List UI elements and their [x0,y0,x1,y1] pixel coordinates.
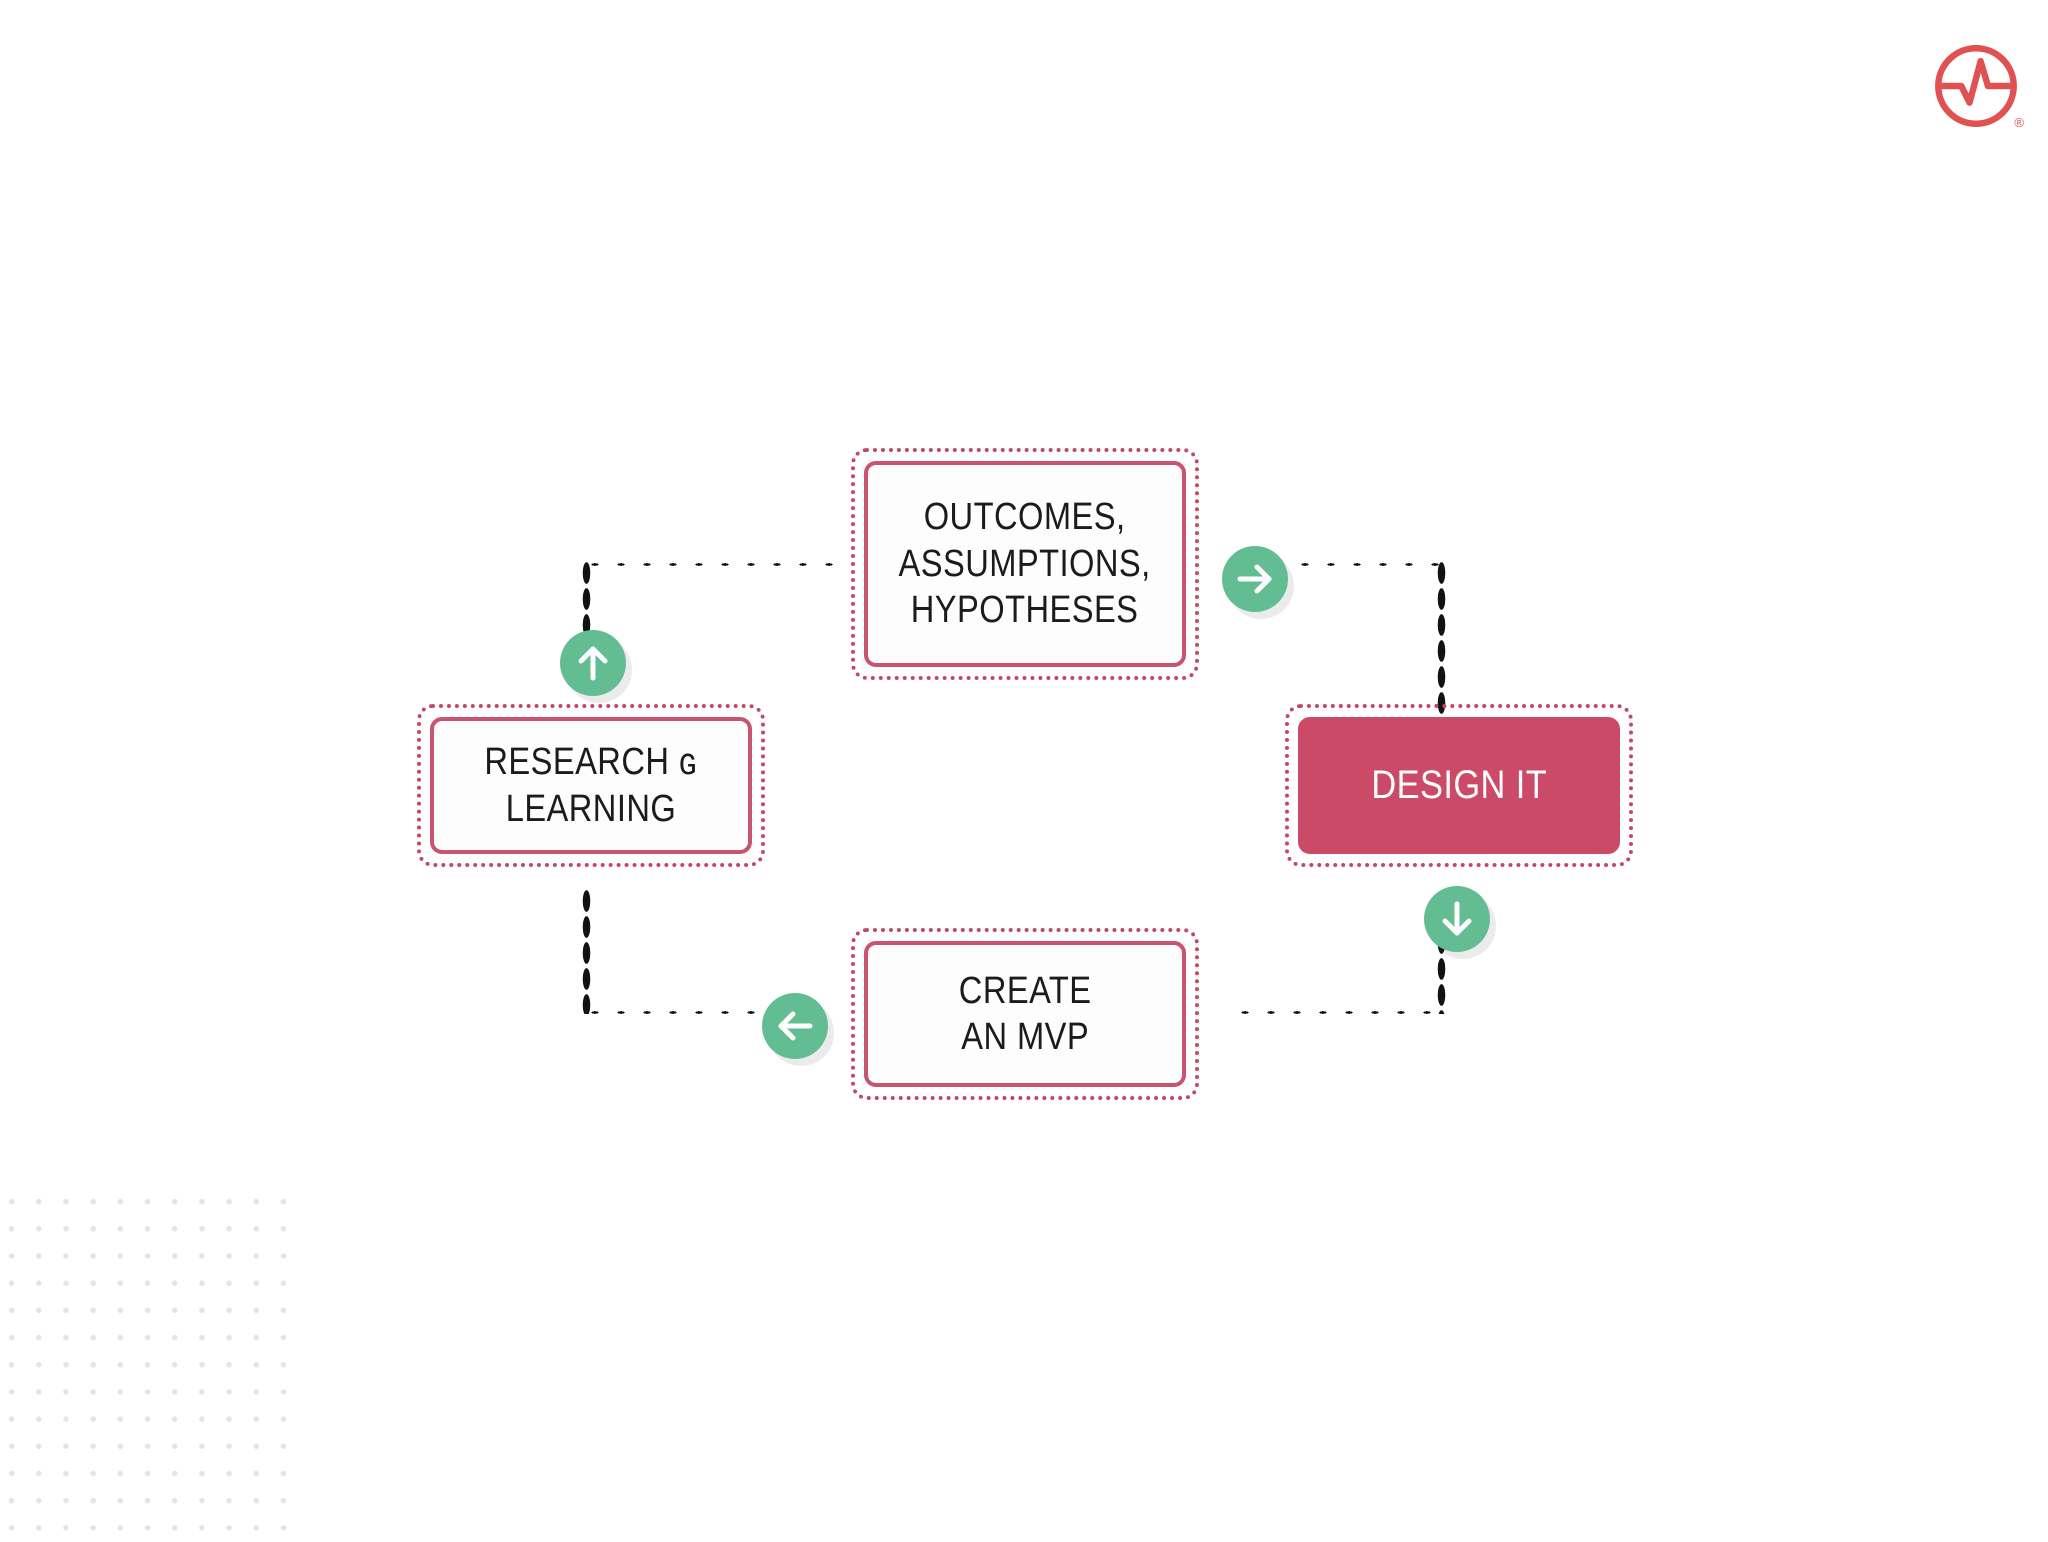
node-outcomes-body: OUTCOMES, ASSUMPTIONS, HYPOTHESES [864,461,1186,667]
decorative-dot-grid [0,1182,304,1542]
connector-research-to-outcomes-horizontal [582,560,854,569]
connector-mvp-to-research-horizontal [582,1008,788,1017]
node-design-it-label: DESIGN IT [1371,763,1547,808]
left-arrow-icon[interactable] [762,993,828,1059]
connector-outcomes-to-design-vertical [1437,560,1446,720]
node-outcomes-assumptions-hypotheses[interactable]: OUTCOMES, ASSUMPTIONS, HYPOTHESES [851,448,1199,680]
connector-design-to-mvp-vertical [1437,930,1446,1014]
down-arrow-icon[interactable] [1424,886,1490,952]
node-research-and-learning-body: RESEARCH ɢ LEARNING [430,717,752,854]
node-create-an-mvp-label: CREATE AN MVP [958,969,1092,1058]
node-create-an-mvp[interactable]: CREATE AN MVP [851,928,1199,1100]
connector-mvp-to-research-vertical [582,888,591,1014]
node-research-and-learning-label: RESEARCH ɢ LEARNING [484,741,698,830]
node-design-it-body: DESIGN IT [1298,717,1620,854]
node-outcomes-label: OUTCOMES, ASSUMPTIONS, HYPOTHESES [898,496,1152,632]
connector-design-to-mvp-horizontal [1232,1008,1446,1017]
connector-outcomes-to-design-horizontal [1292,560,1445,569]
up-arrow-icon[interactable] [560,630,626,696]
right-arrow-icon[interactable] [1222,546,1288,612]
registered-trademark-mark: ® [2014,115,2024,130]
node-create-an-mvp-body: CREATE AN MVP [864,941,1186,1087]
pulse-circle-logo: ® [1930,40,2024,132]
connector-research-to-outcomes-vertical [582,560,591,654]
node-design-it[interactable]: DESIGN IT [1285,704,1633,867]
node-research-and-learning[interactable]: RESEARCH ɢ LEARNING [417,704,765,867]
